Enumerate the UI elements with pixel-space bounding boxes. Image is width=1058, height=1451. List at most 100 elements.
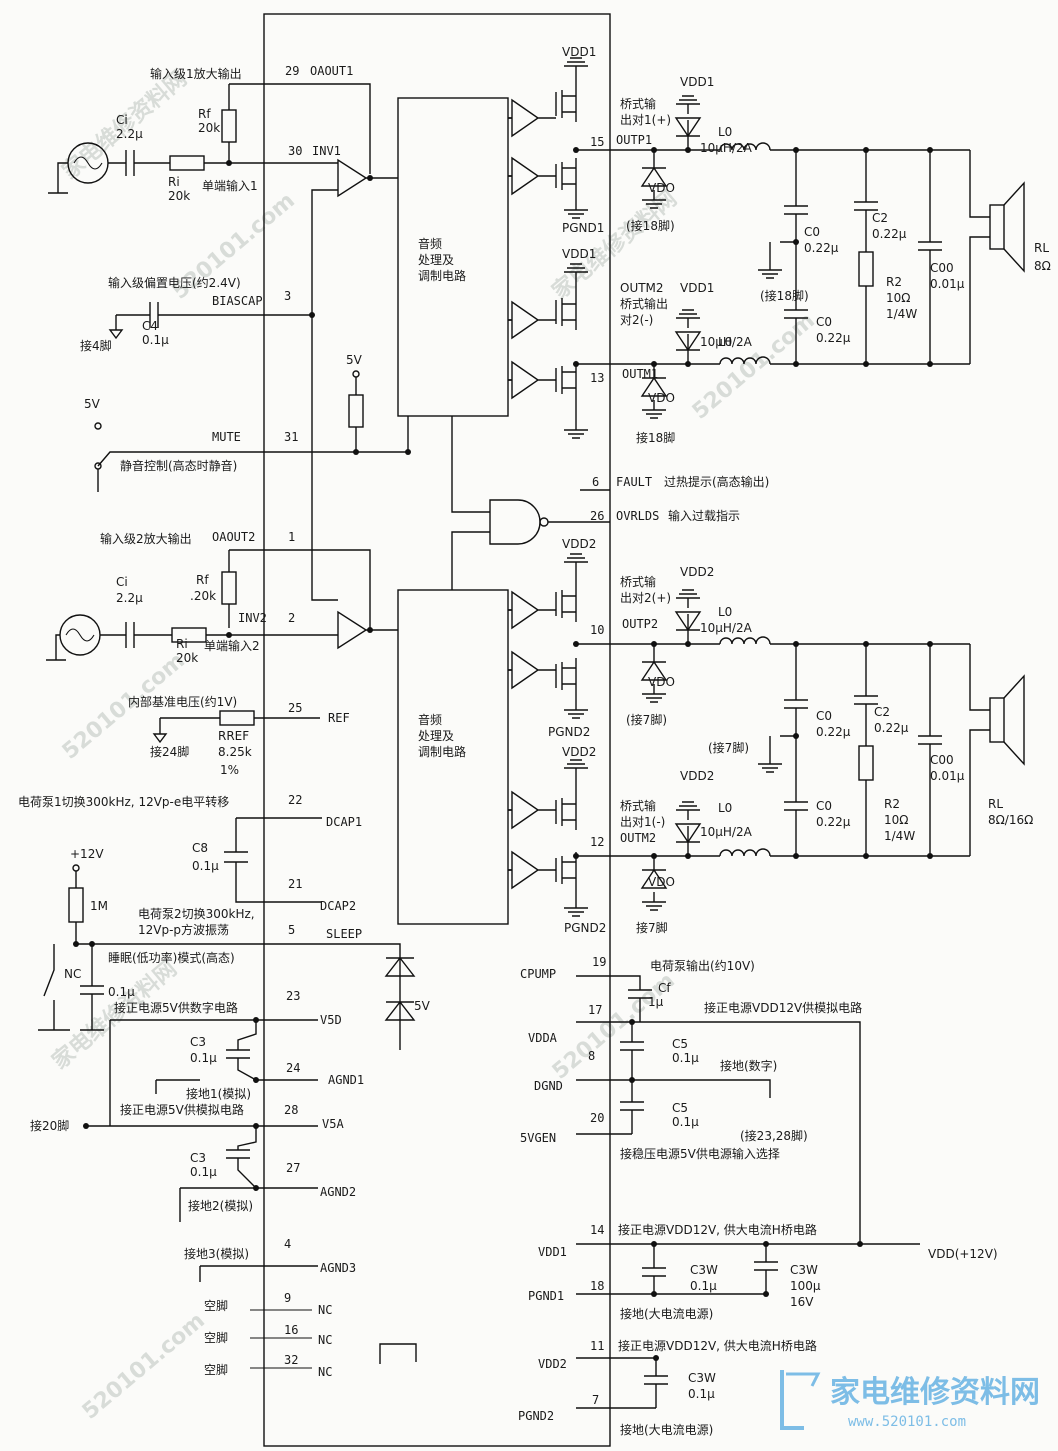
pin-3: 3 — [284, 289, 291, 303]
outp2-desc: 出对2(+) — [620, 591, 671, 605]
pin-21-name: DCAP2 — [320, 899, 356, 913]
v5d-trace — [109, 1019, 318, 1126]
vdd2-trace — [576, 1357, 668, 1409]
block-label: 处理及 — [418, 729, 454, 743]
vdd-label: VDD(+12V) — [928, 1247, 998, 1261]
to7-label: (接7脚) — [626, 712, 667, 727]
vdd2-label: VDD2 — [680, 565, 714, 579]
nand-gate-icon — [489, 499, 541, 545]
r2-value: 10Ω — [884, 813, 908, 827]
dgnd-name: DGND — [534, 1079, 563, 1093]
junction — [651, 1291, 657, 1297]
c3b-label: C3 — [190, 1151, 206, 1165]
c3w2-value: 100μ — [790, 1279, 821, 1293]
inv1-desc: 单端输入1 — [202, 178, 258, 193]
pin-6: 6 — [592, 475, 599, 489]
outm2-desc: 桥式输 — [620, 798, 656, 813]
sleep-trace — [75, 871, 401, 1050]
c4-label: C4 — [142, 319, 158, 333]
c2-label: C2 — [874, 705, 890, 719]
resistor-1m — [68, 887, 84, 923]
resistor-mute — [348, 394, 364, 428]
l0-label: L0 — [718, 801, 732, 815]
nand-trace — [451, 416, 610, 590]
vdd2-desc: 接正电源VDD12V, 供大电流H桥电路 — [618, 1338, 817, 1353]
ground-icon — [564, 200, 588, 219]
vcc-5v-label: 5V — [84, 397, 101, 411]
vdd1-label: VDD1 — [562, 45, 596, 59]
zener-diode-icon — [640, 376, 668, 397]
zener-diode-icon — [640, 660, 668, 681]
c0-value: 0.22μ — [816, 331, 851, 345]
pin-9: 9 — [284, 1291, 291, 1305]
ground-icon — [758, 754, 782, 773]
zener-diode-icon — [640, 868, 668, 889]
l0-value: 10μH/2A — [700, 335, 753, 349]
speaker-trace — [969, 150, 990, 364]
filter-trace — [780, 644, 797, 856]
pin-16-name: NC — [318, 1333, 332, 1347]
pin-29-name: OAOUT1 — [310, 64, 353, 78]
to7-label: (接7脚) — [708, 740, 749, 755]
dsp-block-1 — [397, 97, 509, 417]
pin-30: 30 — [288, 144, 302, 158]
resistor-ri2 — [171, 627, 207, 643]
vdo-label: VDO — [648, 181, 675, 195]
mosfet-icon — [555, 86, 577, 122]
output-buffer-icon — [508, 790, 556, 830]
c3b-value: 0.1μ — [190, 1165, 217, 1179]
supply-icon — [676, 801, 700, 820]
c0-value: 0.22μ — [816, 815, 851, 829]
r2-label: R2 — [886, 275, 902, 289]
rf1-value: 20k — [198, 121, 220, 135]
supply-icon — [676, 95, 700, 114]
ci2-value: 2.2μ — [116, 591, 143, 605]
brand-logo: 家电维修资料网 www.520101.com — [780, 1370, 1040, 1430]
filter-trace — [780, 150, 797, 364]
pin-12-name: OUTM2 — [620, 831, 656, 845]
junction — [253, 1017, 259, 1023]
pin-23: 23 — [286, 989, 300, 1003]
internal-ground-trace — [379, 1343, 417, 1364]
inductor-icon — [719, 142, 771, 151]
pin-7: 7 — [592, 1393, 599, 1407]
vdd1-label: VDD1 — [562, 247, 596, 261]
c4-value: 0.1μ — [142, 333, 169, 347]
gnd24-label: 接24脚 — [150, 744, 189, 759]
agnd1-ground — [155, 1079, 200, 1094]
pin-1: 1 — [288, 530, 295, 544]
speaker-trace — [969, 644, 990, 856]
agnd3-trace — [199, 1265, 318, 1282]
junction — [763, 1291, 769, 1297]
capacitor-c8 — [224, 851, 248, 863]
rf1-label: Rf — [198, 107, 211, 121]
zener-diode-icon — [674, 823, 702, 844]
cf-value: 1μ — [648, 995, 664, 1009]
l0-label: L0 — [718, 335, 732, 349]
capacitor-icon — [784, 205, 808, 215]
zener-diode-icon — [640, 166, 668, 187]
nc-desc: 空脚 — [204, 1362, 228, 1377]
supply-icon — [564, 263, 588, 282]
r2-label: R2 — [884, 797, 900, 811]
outm2-desc: 出对1(-) — [620, 815, 665, 829]
vdd2-label: VDD2 — [680, 769, 714, 783]
c5b-label: C5 — [672, 1101, 688, 1115]
resistor-r2 — [858, 745, 874, 781]
zener-diode-lower-icon — [384, 1000, 416, 1021]
cpump-desc: 电荷泵输出(约10V) — [650, 958, 755, 973]
inductor-icon — [719, 356, 771, 365]
zener-diode-icon — [674, 611, 702, 632]
zener-5v-label: 5V — [414, 999, 431, 1013]
ground-icon — [642, 400, 666, 419]
ri1-label: Ri — [168, 175, 180, 189]
pin-26-name: OVRLDS — [616, 509, 659, 523]
resistor-rf1 — [221, 109, 237, 143]
oaout1-trace — [229, 83, 371, 174]
cpump-trace — [576, 975, 652, 1022]
capacitor-ci2 — [125, 622, 135, 648]
block-label: 调制电路 — [418, 744, 466, 759]
l0-label: L0 — [718, 125, 732, 139]
junction — [629, 1019, 635, 1025]
ref-trace — [152, 717, 320, 744]
